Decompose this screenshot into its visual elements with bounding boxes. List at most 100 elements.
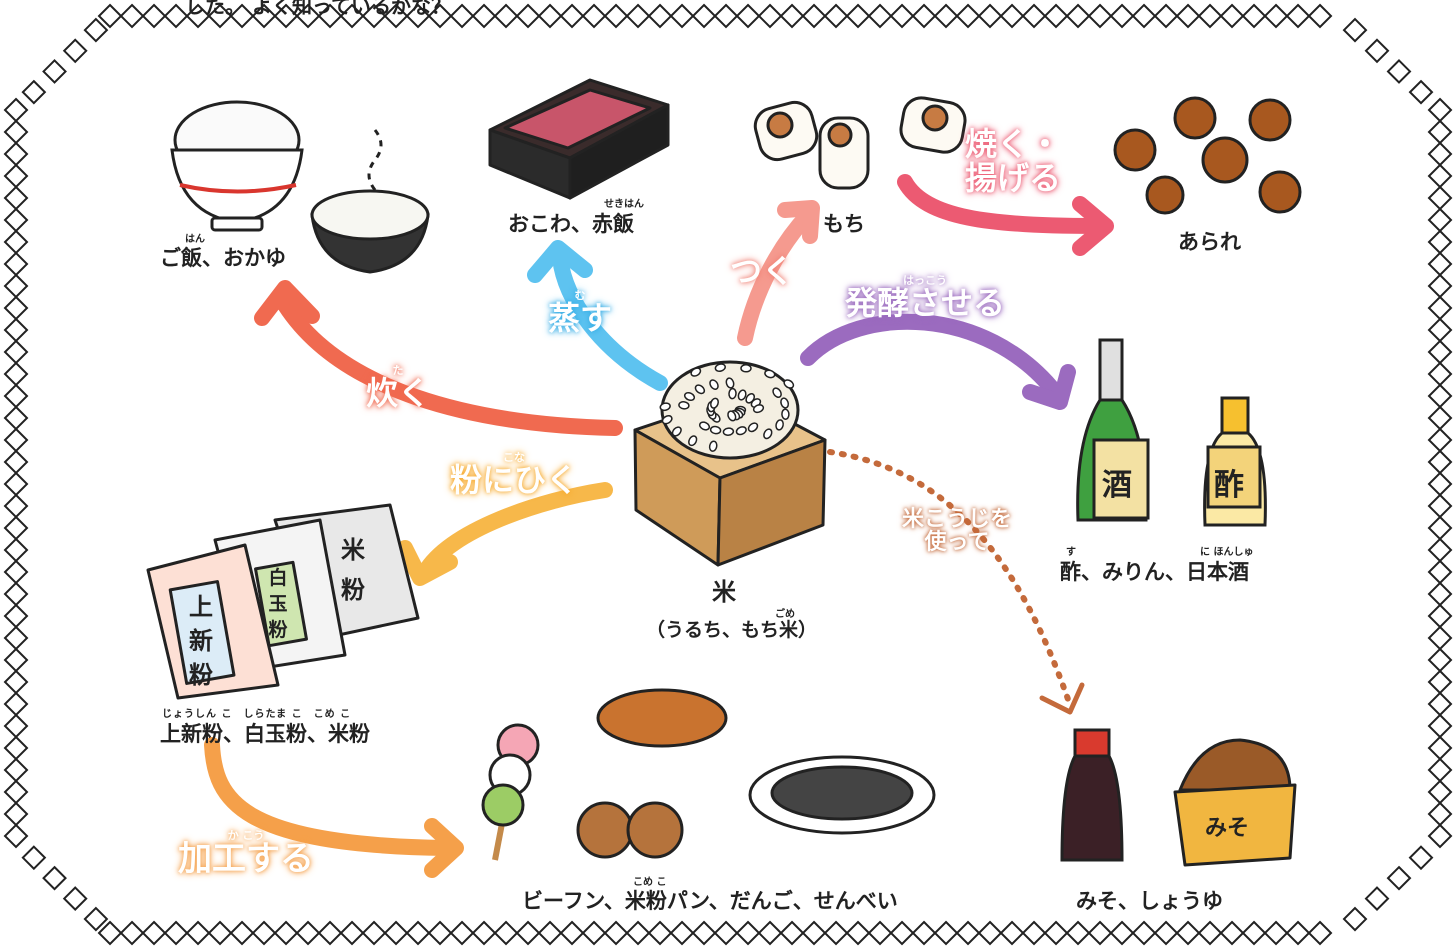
border-diamond — [273, 920, 299, 946]
rice-grain — [728, 387, 737, 400]
border-diamond — [3, 757, 29, 783]
border-diamond — [3, 559, 29, 585]
border-diamond — [581, 920, 607, 946]
border-diamond — [1427, 317, 1453, 343]
border-diamond — [163, 3, 189, 29]
border-diamond — [251, 920, 277, 946]
border-diamond — [1065, 920, 1091, 946]
border-diamond — [229, 920, 255, 946]
border-diamond — [889, 3, 915, 29]
border-diamond — [83, 17, 109, 43]
process-kakou: か こう 加工する — [178, 830, 314, 878]
border-diamond — [823, 3, 849, 29]
process-taku: た 炊く — [366, 365, 430, 411]
border-diamond — [1427, 97, 1453, 123]
border-diamond — [383, 920, 409, 946]
border-diamond — [933, 3, 959, 29]
gohan-ruby: はん — [185, 234, 205, 245]
border-diamond — [3, 779, 29, 805]
border-diamond — [1427, 207, 1453, 233]
border-diamond — [537, 920, 563, 946]
process-koji-label: 米こうじを使って — [901, 507, 1012, 556]
border-diamond — [1197, 920, 1223, 946]
border-diamond — [1386, 59, 1412, 84]
border-diamond — [273, 3, 299, 29]
border-diamond — [1065, 3, 1091, 29]
border-diamond — [735, 3, 761, 29]
soy-sauce-bottle-illustration — [1060, 728, 1124, 862]
border-diamond — [42, 59, 67, 84]
border-diamond — [977, 920, 1003, 946]
border-diamond — [735, 920, 761, 946]
border-diamond — [581, 3, 607, 29]
border-diamond — [83, 906, 109, 932]
border-diamond — [3, 537, 29, 563]
border-diamond — [1427, 515, 1453, 541]
border-diamond — [3, 251, 29, 277]
border-diamond — [1427, 405, 1453, 431]
border-diamond — [1427, 625, 1453, 651]
border-diamond — [1241, 920, 1267, 946]
border-diamond — [1427, 295, 1453, 321]
rice-grain — [683, 391, 696, 402]
border-diamond — [1087, 920, 1113, 946]
border-diamond — [3, 207, 29, 233]
senbei-illustration — [576, 801, 684, 859]
border-diamond — [1263, 920, 1289, 946]
border-diamond — [3, 405, 29, 431]
process-yaku-label: 焼く・揚げる — [965, 125, 1062, 197]
border-diamond — [1109, 3, 1135, 29]
border-diamond — [3, 647, 29, 673]
process-kona-ruby: こな — [503, 451, 525, 464]
rice-grain — [764, 369, 776, 379]
border-diamond — [757, 920, 783, 946]
bread-illustration — [596, 688, 728, 748]
border-diamond — [317, 3, 343, 29]
border-diamond — [1219, 3, 1245, 29]
flour-bag-jyoshinko: 上新粉 — [189, 593, 213, 689]
border-diamond — [1427, 581, 1453, 607]
border-diamond — [1219, 920, 1245, 946]
border-diamond — [1153, 3, 1179, 29]
process-yaku: 焼く・揚げる — [965, 125, 1075, 197]
border-diamond — [3, 141, 29, 167]
border-diamond — [691, 920, 717, 946]
border-diamond — [823, 920, 849, 946]
gohan-label: ご飯、おかゆ — [160, 246, 286, 270]
arrow-tsuku — [737, 200, 820, 346]
rice-grain — [708, 440, 718, 452]
border-diamond — [1427, 251, 1453, 277]
border-diamond — [3, 229, 29, 255]
border-diamond — [97, 3, 123, 29]
border-diamond — [1427, 273, 1453, 299]
border-diamond — [141, 3, 167, 29]
border-diamond — [3, 317, 29, 343]
border-diamond — [185, 3, 211, 29]
border-diamond — [625, 920, 651, 946]
border-diamond — [1197, 3, 1223, 29]
border-diamond — [3, 669, 29, 695]
border-diamond — [3, 603, 29, 629]
arrow-taku — [254, 280, 623, 436]
border-diamond — [955, 3, 981, 29]
border-diamond — [405, 3, 431, 29]
border-diamond — [1021, 3, 1047, 29]
border-diamond — [3, 449, 29, 475]
flour-bag-shiratamako: 白玉粉 — [268, 567, 288, 641]
center-label: 米 — [712, 578, 736, 606]
border-diamond — [185, 920, 211, 946]
border-diamond — [757, 3, 783, 29]
arrow-musu — [527, 240, 668, 391]
border-diamond — [1427, 163, 1453, 189]
center-ruby: ごめ — [775, 609, 795, 620]
border-diamond — [449, 920, 475, 946]
border-diamond — [3, 691, 29, 717]
border-diamond — [1427, 801, 1453, 827]
flour-ruby: じょうしん こ しらたま こ こめ こ — [162, 709, 352, 720]
border-diamond — [1364, 886, 1390, 912]
border-diamond — [3, 383, 29, 409]
process-taku-label: 炊く — [366, 374, 431, 412]
border-diamond — [559, 3, 585, 29]
border-diamond — [1342, 17, 1368, 43]
